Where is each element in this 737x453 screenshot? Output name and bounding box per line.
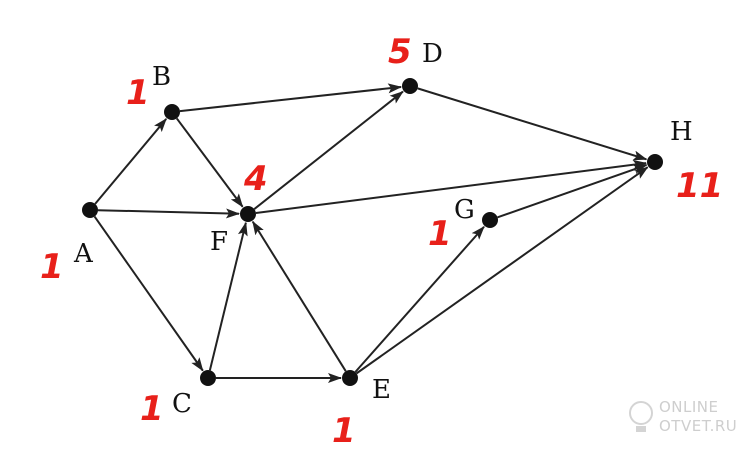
edges-layer [93,83,649,383]
edge-a-c [93,215,204,372]
path-count-c: 1 [140,389,164,429]
watermark-line2: OTVET.RU [659,417,737,435]
node-f [240,206,256,222]
edge-b-f [175,117,244,208]
edge-g-h [497,164,648,219]
path-count-h: 11 [676,166,723,206]
node-h [647,154,663,170]
node-b [164,104,180,120]
edge-e-h [355,166,649,375]
edge-d-h [417,87,648,161]
node-label-d: D [422,39,443,69]
node-label-g: G [454,195,475,225]
node-label-b: B [152,62,171,92]
path-count-f: 4 [243,159,268,199]
lightbulb-icon [629,401,653,432]
path-count-g: 1 [428,214,452,254]
watermark-line1: ONLINE [659,398,719,416]
edge-f-h [255,159,648,214]
node-c [200,370,216,386]
edge-a-f [97,208,241,219]
node-label-f: F [210,227,228,257]
edge-c-f [208,221,248,371]
watermark: ONLINE OTVET.RU [629,398,737,435]
node-label-c: C [172,389,192,419]
edge-f-d [253,90,404,210]
path-count-b: 1 [126,73,150,113]
edge-e-g [354,225,485,373]
node-label-e: E [372,375,391,405]
node-a [82,202,98,218]
edge-b-d [179,83,403,113]
node-d [402,78,418,94]
node-g [482,212,498,228]
edge-a-b [94,118,167,205]
node-label-h: H [670,117,693,147]
node-e [342,370,358,386]
path-count-d: 5 [388,32,412,72]
edge-e-f [251,220,347,372]
path-count-e: 1 [332,411,356,451]
node-label-a: A [73,239,94,269]
path-count-a: 1 [40,247,64,287]
